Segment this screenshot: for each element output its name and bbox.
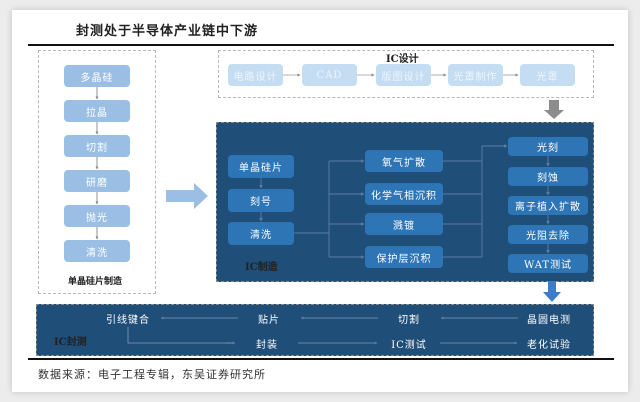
- design-step: 版图设计: [376, 64, 431, 86]
- package-step: 老化试验: [518, 335, 580, 352]
- wafer-section-label: 单晶硅片制造: [68, 277, 123, 287]
- fab-right-step: 离子植入扩散: [508, 196, 588, 215]
- fab-middle-step: 溅镀: [365, 213, 443, 235]
- package-step: IC测试: [378, 335, 440, 352]
- wafer-step: 清洗: [64, 240, 130, 262]
- fab-right-step: 刻蚀: [508, 167, 588, 186]
- package-section-label: IC封测: [54, 337, 87, 348]
- wafer-step: 多晶硅: [64, 65, 130, 87]
- design-step: 光罩制作: [448, 64, 503, 86]
- package-step: 引线键合: [96, 310, 160, 327]
- figure-title: 封测处于半导体产业链中下游: [76, 24, 259, 39]
- design-step: 光罩: [520, 64, 575, 86]
- design-section: [218, 50, 594, 98]
- fab-middle-step: 氧气扩散: [365, 150, 443, 172]
- fab-left-step: 刻号: [228, 189, 294, 212]
- wafer-section: [38, 50, 156, 294]
- design-section-label: IC设计: [386, 54, 419, 65]
- fab-section-label: IC制造: [245, 262, 278, 273]
- fab-left-step: 清洗: [228, 222, 294, 245]
- top-rule: [28, 44, 614, 46]
- package-step: 切割: [378, 310, 440, 327]
- fab-middle-step: 化学气相沉积: [365, 183, 443, 205]
- package-step: 贴片: [238, 310, 300, 327]
- fab-right-step: 光刻: [508, 137, 588, 156]
- design-step: CAD: [302, 64, 357, 86]
- wafer-step: 拉晶: [64, 100, 130, 122]
- package-step: 晶圆电测: [518, 310, 580, 327]
- design-step: 电路设计: [228, 64, 283, 86]
- wafer-step: 抛光: [64, 205, 130, 227]
- wafer-step: 切割: [64, 135, 130, 157]
- wafer-step: 研磨: [64, 170, 130, 192]
- fab-left-step: 单晶硅片: [228, 155, 294, 178]
- fab-right-step: 光阻去除: [508, 225, 588, 244]
- source-note: 数据来源：电子工程专辑，东吴证券研究所: [38, 368, 266, 381]
- package-step: 封装: [236, 335, 298, 352]
- bottom-rule: [28, 358, 614, 360]
- fab-middle-step: 保护层沉积: [365, 246, 443, 268]
- fab-right-step: WAT测试: [508, 254, 588, 273]
